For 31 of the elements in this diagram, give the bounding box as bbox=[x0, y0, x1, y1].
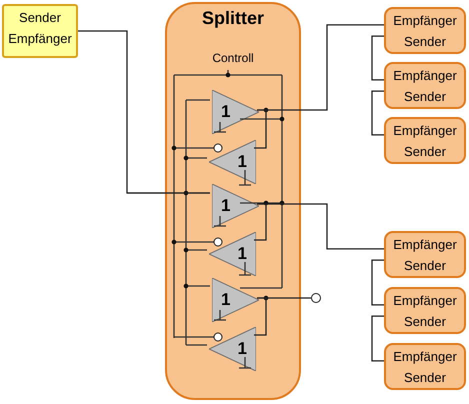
gate-label: 1 bbox=[238, 244, 247, 264]
splitter-panel bbox=[165, 2, 301, 400]
device-box: Empfänger Sender bbox=[384, 287, 466, 334]
wire bbox=[254, 203, 267, 241]
gate-label: 1 bbox=[238, 339, 247, 359]
control-label: Controll bbox=[211, 51, 255, 65]
wire bbox=[371, 90, 384, 136]
wire bbox=[371, 36, 384, 80]
gate-label: 1 bbox=[221, 290, 230, 310]
output-terminal bbox=[311, 293, 321, 303]
device-box: Empfänger Sender bbox=[384, 62, 466, 109]
wire bbox=[254, 109, 267, 149]
buffer-symbol bbox=[212, 184, 259, 228]
device-box: Sender Empfänger bbox=[2, 4, 78, 58]
wire bbox=[371, 316, 384, 362]
gate-label: 1 bbox=[238, 152, 247, 172]
buffer-symbol bbox=[209, 327, 256, 371]
panel-title: Splitter bbox=[200, 8, 265, 29]
device-box: Empfänger Sender bbox=[384, 7, 466, 54]
buffer-symbol bbox=[212, 278, 259, 322]
gate-label: 1 bbox=[221, 196, 230, 216]
device-box: Empfänger Sender bbox=[384, 343, 466, 390]
buffer-symbol bbox=[212, 90, 259, 134]
wire bbox=[371, 260, 384, 306]
buffer-symbol bbox=[209, 140, 256, 184]
device-box: Empfänger Sender bbox=[384, 231, 466, 278]
buffer-symbol bbox=[209, 232, 256, 276]
wire bbox=[78, 30, 210, 194]
gate-label: 1 bbox=[221, 102, 230, 122]
wire bbox=[254, 297, 267, 336]
device-box: Empfänger Sender bbox=[384, 117, 466, 164]
